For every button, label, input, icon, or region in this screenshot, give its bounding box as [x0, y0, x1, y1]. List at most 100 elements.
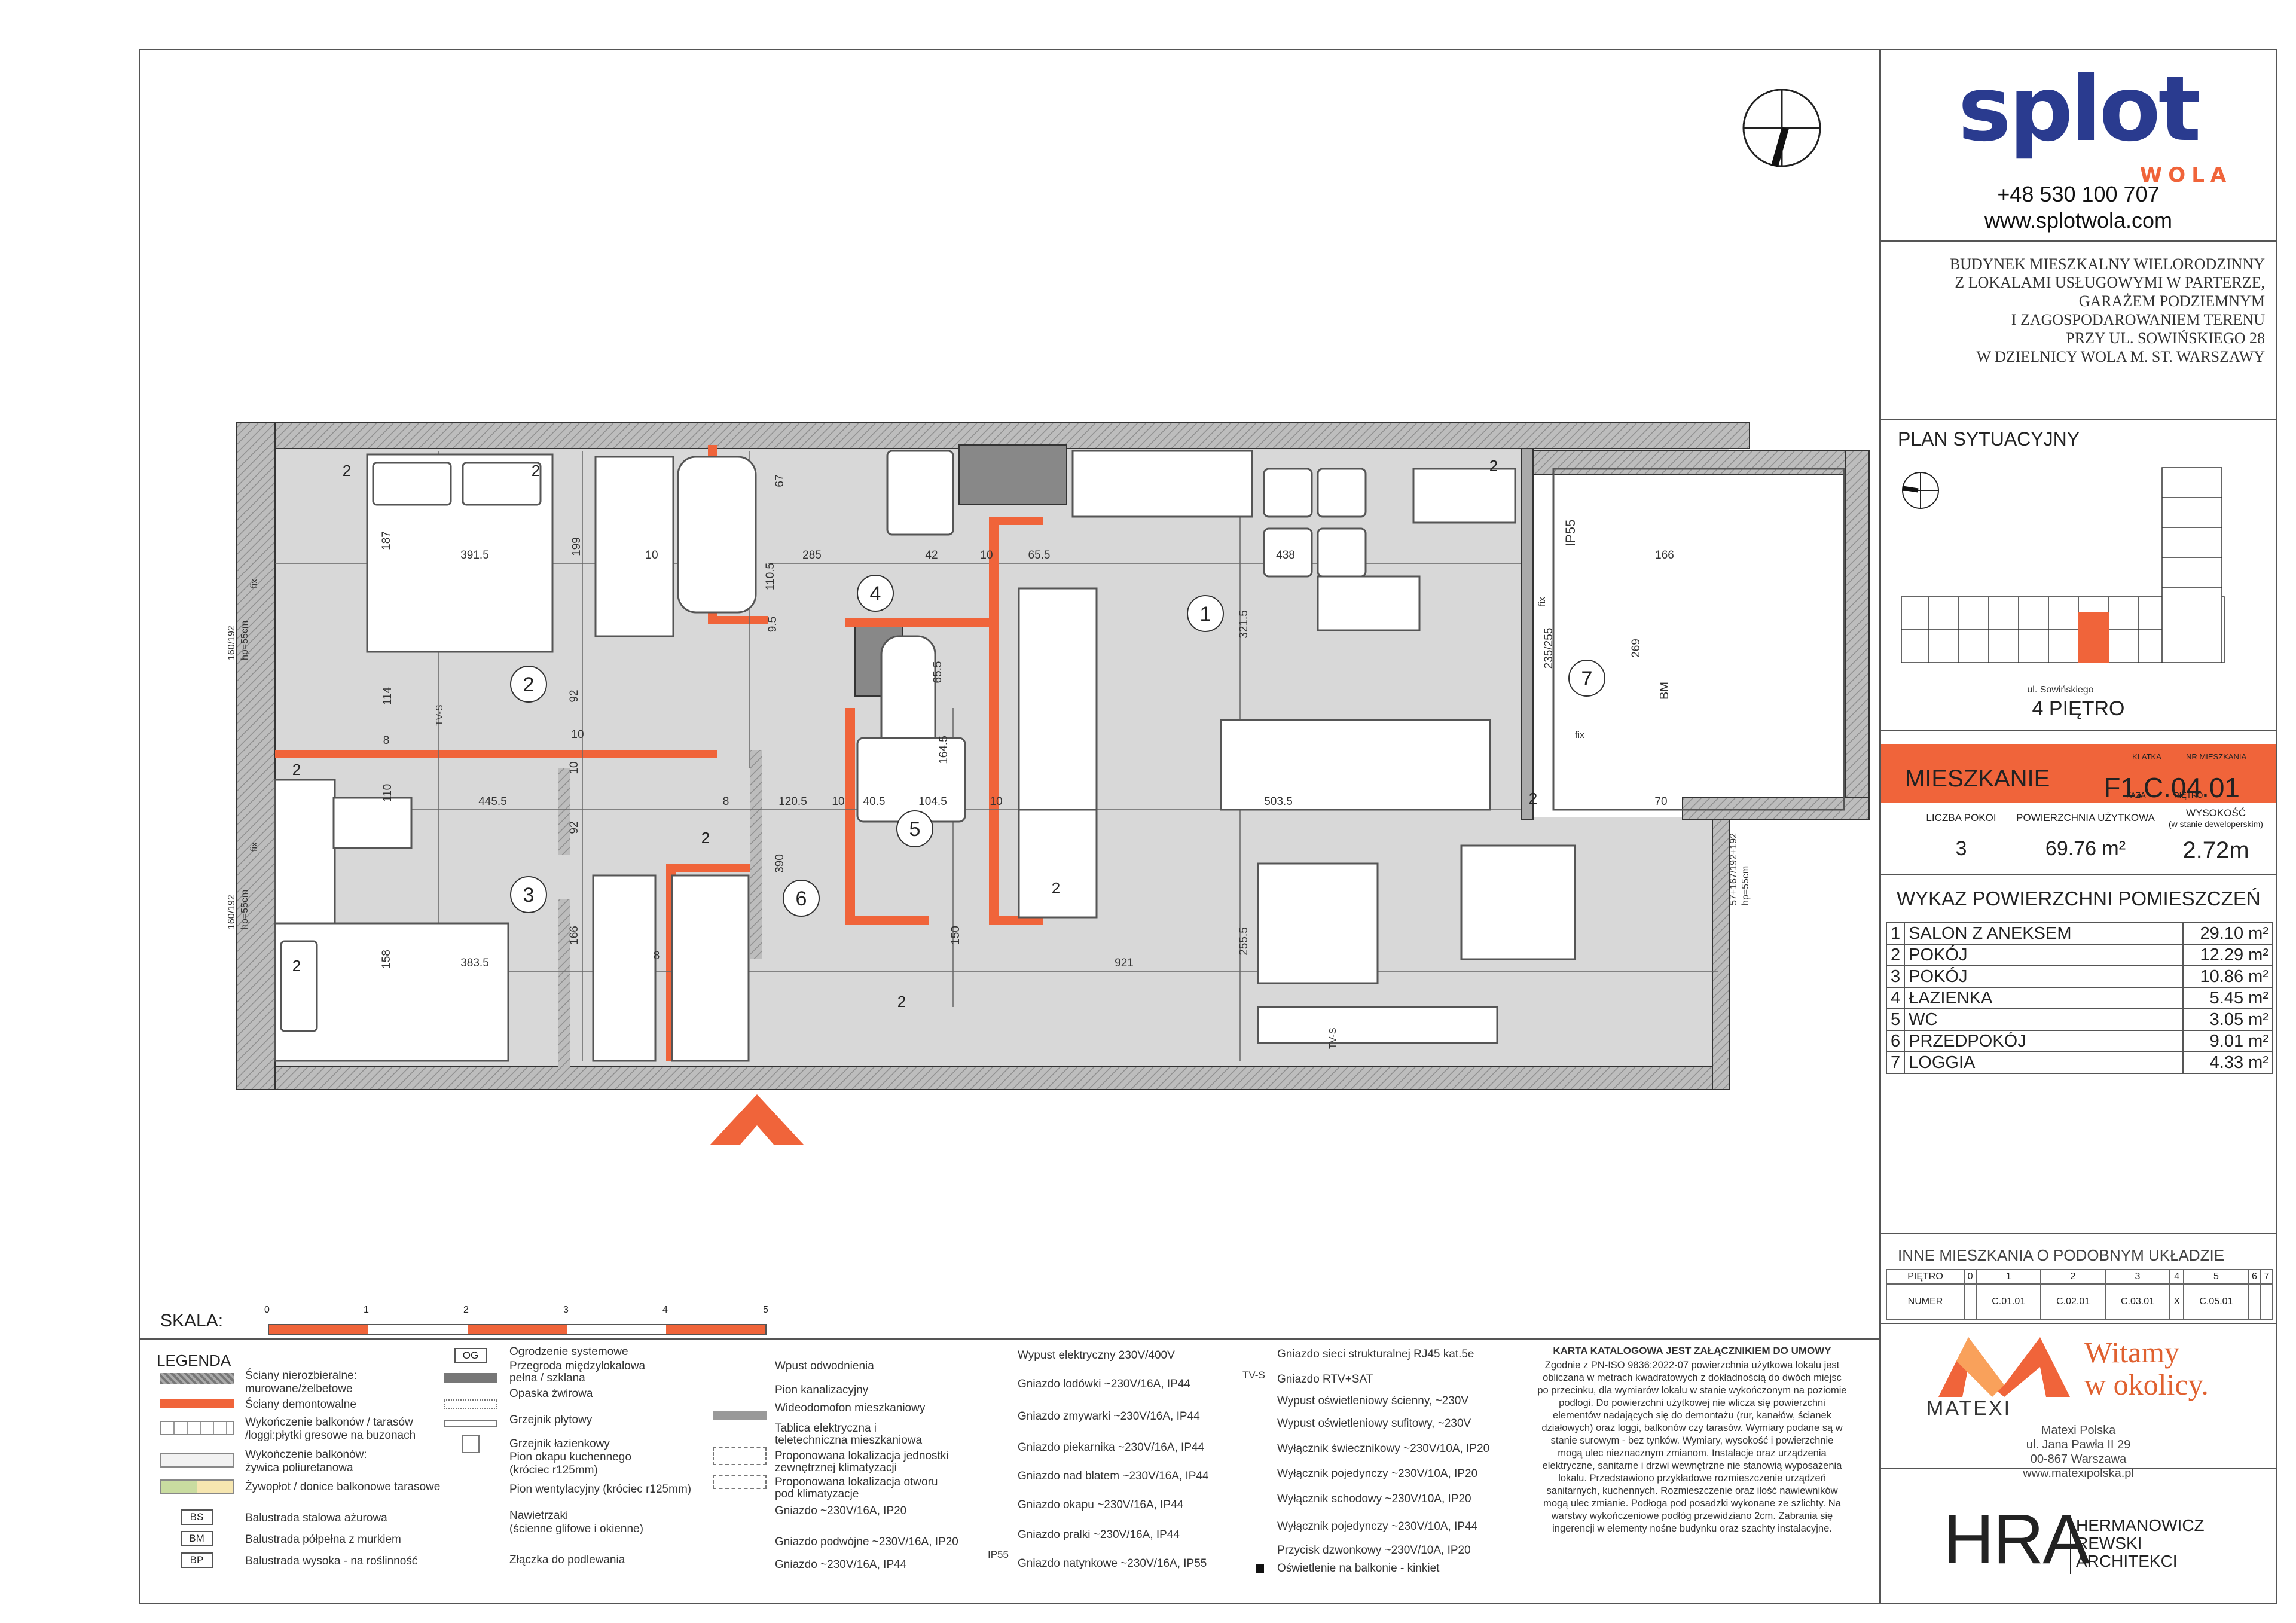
swatch-gravel: [444, 1399, 497, 1409]
legend-item: zewnętrznej klimatyzacji: [775, 1462, 897, 1474]
room-number: 4: [870, 582, 881, 605]
svg-text:2: 2: [897, 993, 906, 1011]
nr-caption: NR MIESZKANIA: [2186, 752, 2247, 761]
catalog-note-line: lokalu. Przedstawiono przykładowe rozmie…: [1558, 1473, 1826, 1484]
svg-text:110: 110: [381, 784, 394, 802]
ac-unit-icon: [713, 1447, 767, 1465]
legend-item: Wyłącznik pojedynczy ~230V/10A, IP20: [1277, 1468, 1478, 1480]
svg-text:WOLA: WOLA: [2140, 163, 2232, 187]
building-line: I ZAGOSPODAROWANIEM TERENU: [2011, 311, 2265, 328]
svg-text:199: 199: [570, 537, 583, 556]
catalog-note-line: elektryczne, sanitarne i drzwi wewnętrzn…: [1542, 1460, 1842, 1471]
socket-labels: 2 2 2 2 2 2 2 2 2: [292, 457, 1537, 1011]
svg-text:160/192: 160/192: [227, 895, 237, 929]
scale-label: SKALA:: [160, 1311, 224, 1331]
legend-item: Wyłącznik świecznikowy ~230V/10A, IP20: [1277, 1442, 1490, 1455]
address-line: 00-867 Warszawa: [2030, 1453, 2127, 1466]
ac-opening-icon: [713, 1475, 767, 1489]
building-line: GARAŻEM PODZIEMNYM: [2078, 292, 2265, 310]
svg-text:10: 10: [645, 549, 658, 562]
hra-divider: [2070, 1515, 2071, 1574]
svg-text:2: 2: [532, 462, 540, 480]
svg-text:92: 92: [568, 690, 581, 702]
matexi-website[interactable]: www.matexipolska.pl: [2023, 1467, 2134, 1480]
legend-tag: IP55: [988, 1549, 1009, 1560]
svg-text:921: 921: [1115, 957, 1134, 969]
legend-item: teletechniczna mieszkaniowa: [775, 1434, 923, 1447]
swatch-orange: [160, 1399, 234, 1408]
badge-bs: BS: [181, 1509, 213, 1525]
building-line: BUDYNEK MIESZKALNY WIELORODZINNY: [1949, 255, 2265, 273]
floor-plan-drawing: 1 2 3 4 5 6 7 391.5 187 199 10 285 110.5…: [227, 89, 1870, 1145]
height-note: (w stanie deweloperskim): [2169, 819, 2263, 829]
pietro-caption: PIĘTRO: [2174, 791, 2203, 800]
rooms-value: 3: [1955, 837, 1967, 860]
radiator-icon: [444, 1420, 497, 1427]
legend-item: Ogrodzenie systemowe: [509, 1346, 628, 1358]
legend-item: Gniazdo nad blatem ~230V/16A, IP44: [1018, 1470, 1209, 1482]
svg-text:503.5: 503.5: [1264, 795, 1293, 808]
area-value: 69.76 m²: [2045, 837, 2126, 860]
svg-text:255.5: 255.5: [1238, 927, 1250, 956]
svg-text:445.5: 445.5: [478, 795, 507, 808]
legend-item: Gniazdo ~230V/16A, IP20: [775, 1505, 907, 1517]
svg-text:42: 42: [925, 549, 938, 562]
site-plan: PLAN SYTUACYJNY ul. Sowińskiego: [1881, 420, 2276, 731]
area-label: POWIERZCHNIA UŻYTKOWA: [2016, 812, 2155, 823]
svg-text:164.5: 164.5: [938, 736, 950, 764]
legend-item: murowane/żelbetowe: [245, 1383, 353, 1395]
legend-item: Pion okapu kuchennego: [509, 1451, 631, 1463]
legend-item: Wypust oświetleniowy ścienny, ~230V: [1277, 1395, 1468, 1407]
scale-tick: 4: [662, 1305, 668, 1315]
svg-text:8: 8: [654, 950, 660, 962]
legend-item: żywica poliuretanowa: [245, 1462, 353, 1474]
apartment-code: F1.C.04.01: [2103, 772, 2240, 803]
legend-item: Pion kanalizacyjny: [775, 1384, 869, 1396]
hra-line: HERMANOWICZ: [2076, 1516, 2205, 1534]
legend-item: Pion wentylacyjny (króciec r125mm): [509, 1483, 692, 1496]
svg-text:2: 2: [343, 462, 351, 480]
hra-line: ARCHITEKCI: [2076, 1552, 2178, 1570]
svg-text:70: 70: [1654, 795, 1667, 808]
swatch-hatched: [160, 1373, 234, 1384]
legend-item: Oświetlenie na balkonie - kinkiet: [1277, 1562, 1440, 1575]
website-link[interactable]: www.splotwola.com: [1984, 208, 2173, 233]
legend-item: Gniazdo ~230V/16A, IP44: [775, 1558, 907, 1571]
legend: LEGENDA BS BM BP Ściany nierozbieralne: …: [139, 1338, 1880, 1604]
legend-item: Wyłącznik schodowy ~230V/10A, IP20: [1277, 1493, 1471, 1505]
address-line: ul. Jana Pawła II 29: [2026, 1438, 2131, 1451]
svg-text:splot: splot: [1958, 62, 2200, 161]
legend-item: Balustrada wysoka - na roślinność: [245, 1555, 418, 1567]
site-north-icon: [1902, 472, 1939, 509]
svg-text:160/192: 160/192: [227, 626, 237, 660]
scale-ruler: [268, 1324, 767, 1335]
svg-text:9.5: 9.5: [767, 617, 779, 632]
legend-item: Przycisk dzwonkowy ~230V/10A, IP20: [1277, 1544, 1471, 1557]
svg-text:104.5: 104.5: [918, 795, 947, 808]
legend-item: Wideodomofon mieszkaniowy: [775, 1402, 926, 1414]
svg-text:285: 285: [802, 549, 822, 562]
room-number: 6: [796, 887, 807, 910]
legend-item: Opaska żwirowa: [509, 1387, 593, 1400]
svg-text:67: 67: [774, 474, 786, 487]
catalog-note-line: mogą ulec nieznacznym zmianom. Instalacj…: [1558, 1448, 1827, 1459]
legend-item: Wykończenie balkonów / tarasów: [245, 1416, 413, 1429]
matexi-address: Matexi Polska ul. Jana Pawła II 29 00-86…: [1881, 1423, 2276, 1481]
badge-bm: BM: [181, 1531, 213, 1546]
apartment-stats: LICZBA POKOI POWIERZCHNIA UŻYTKOWA WYSOK…: [1881, 804, 2276, 875]
hra-logo: HRA: [1943, 1500, 2090, 1579]
svg-text:10: 10: [571, 728, 584, 741]
svg-text:120.5: 120.5: [778, 795, 807, 808]
svg-text:269: 269: [1630, 639, 1642, 658]
matexi-block: MATEXI Witamy w okolicy. Matexi Polska u…: [1881, 1324, 2276, 1480]
svg-text:ul. Sowińskiego: ul. Sowińskiego: [2027, 685, 2093, 695]
svg-text:fix: fix: [249, 842, 259, 852]
phone-number[interactable]: +48 530 100 707: [1997, 182, 2160, 206]
building-description: BUDYNEK MIESZKALNY WIELORODZINNY Z LOKAL…: [1881, 242, 2276, 420]
room-list-title: WYKAZ POWIERZCHNI POMIESZCZEŃ: [1897, 887, 2261, 910]
catalog-note-line: działowych) oraz loggi, balkonów czy tar…: [1541, 1423, 1843, 1433]
